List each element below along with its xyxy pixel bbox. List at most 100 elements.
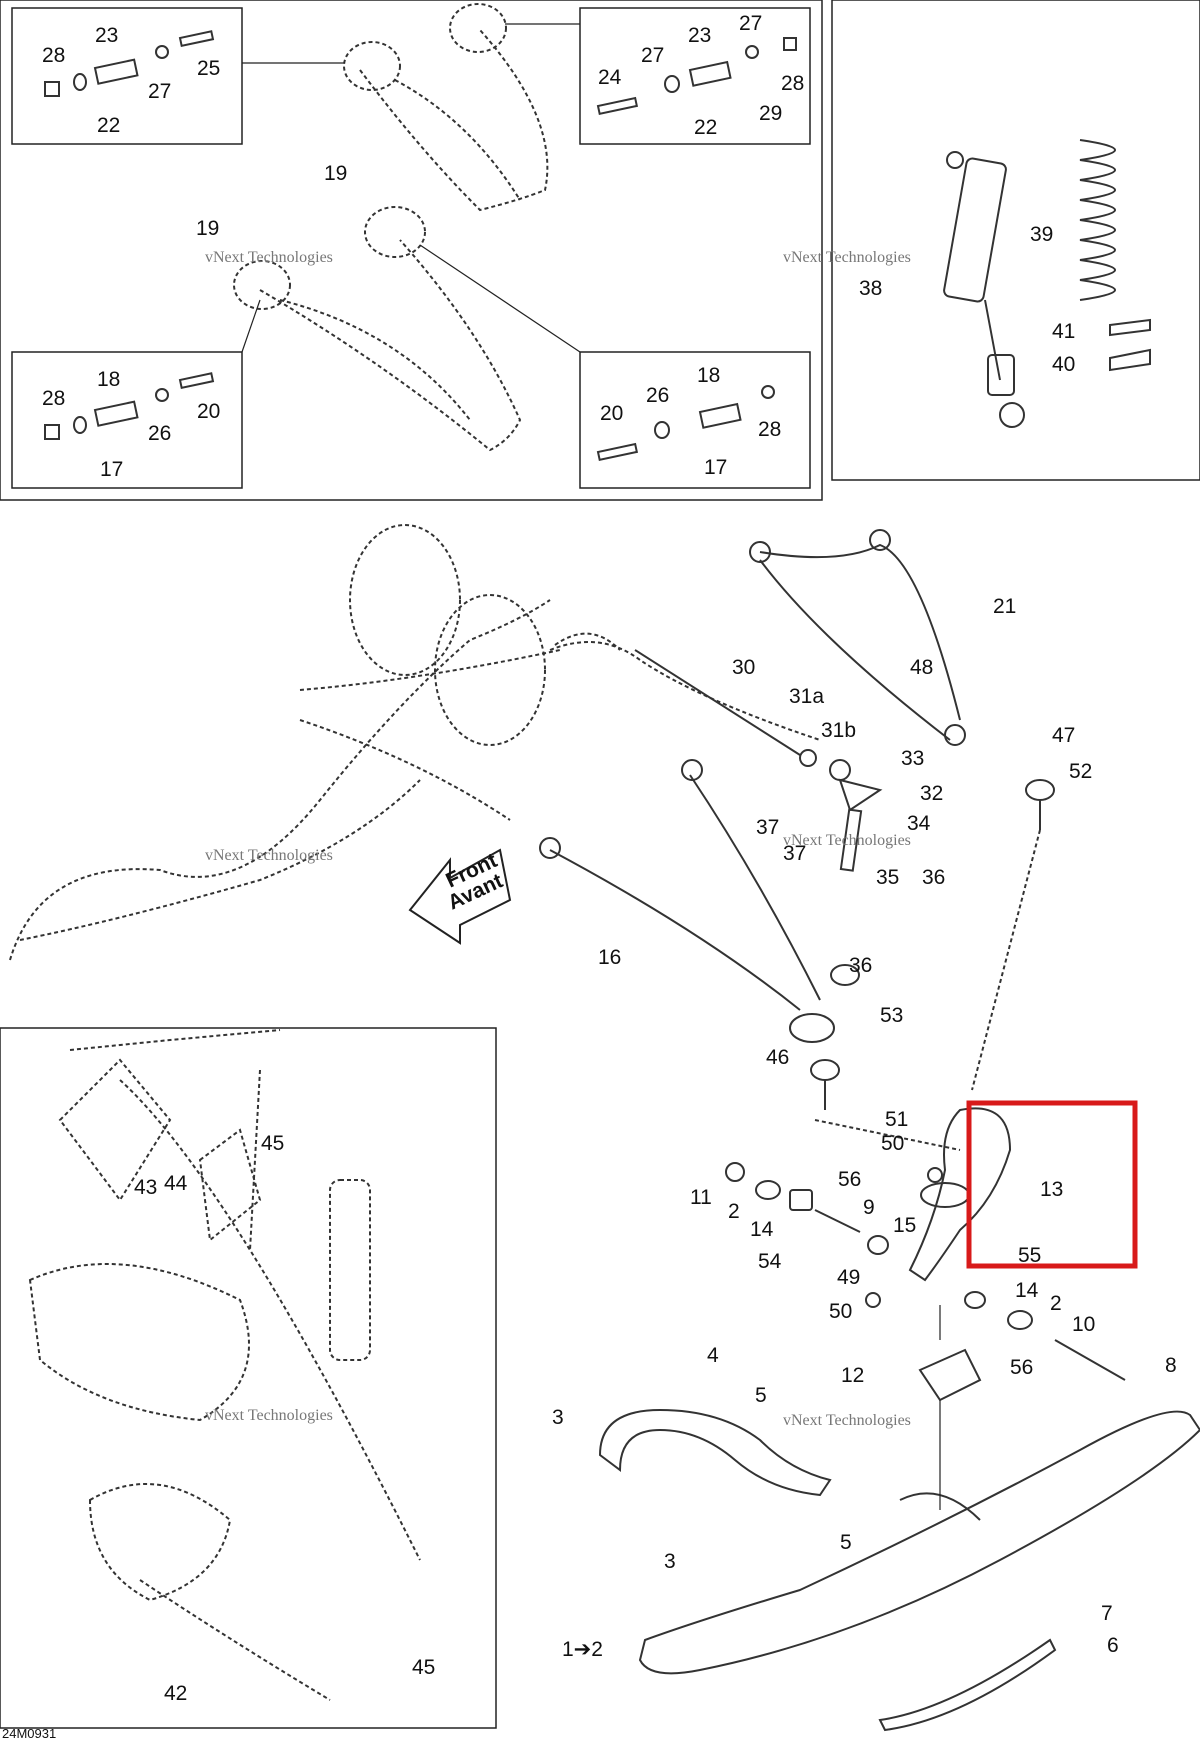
- watermark-5: vNext Technologies: [205, 1407, 333, 1424]
- callout-11: 11: [690, 1186, 712, 1209]
- callout-34: 34: [907, 812, 931, 835]
- callout-39: 39: [1030, 223, 1053, 246]
- bottom-left-panel: [0, 1027, 497, 1729]
- callout-31b: 31b: [821, 719, 856, 742]
- callout-55: 55: [1018, 1244, 1041, 1267]
- ball-joint-axis-line: [814, 1119, 961, 1151]
- callout-36: 36: [922, 866, 945, 889]
- callout-19: 19: [324, 162, 347, 185]
- callout-2: 2: [1050, 1292, 1062, 1315]
- callout-37: 37: [756, 816, 779, 839]
- callout-18: 18: [697, 364, 720, 387]
- callout-29: 29: [759, 102, 782, 125]
- watermark-4: vNext Technologies: [783, 832, 911, 849]
- callout-28: 28: [42, 387, 65, 410]
- callout-32: 32: [920, 782, 943, 805]
- callout-28: 28: [42, 44, 65, 67]
- callout-51: 51: [885, 1108, 908, 1131]
- shock-absorber: [943, 151, 1025, 428]
- spindle-hardware: [725, 1162, 1126, 1381]
- ski-handle: [598, 1408, 832, 1497]
- callout-40: 40: [1052, 353, 1075, 376]
- callout-10: 10: [1072, 1313, 1095, 1336]
- coil-spring: [1079, 139, 1151, 372]
- callout-4: 4: [707, 1344, 719, 1367]
- watermark-1: vNext Technologies: [205, 249, 333, 266]
- callout-56: 56: [838, 1168, 861, 1191]
- callout-23: 23: [688, 24, 711, 47]
- callout-50: 50: [881, 1132, 904, 1155]
- ski-runner: [878, 1638, 1057, 1732]
- spindle-axis-line: [971, 829, 1041, 1091]
- callout-45: 45: [412, 1656, 435, 1679]
- callout-1-to-2: 1➔2: [562, 1638, 603, 1661]
- callout-23: 23: [95, 24, 118, 47]
- front-direction-arrow: [408, 848, 512, 945]
- watermark-text: vNext Technologies: [783, 249, 911, 266]
- callout-2: 2: [728, 1200, 740, 1223]
- callout-5: 5: [840, 1531, 852, 1554]
- callout-45: 45: [261, 1132, 284, 1155]
- hardware-sketch-top-right: [596, 37, 797, 116]
- callout-44: 44: [164, 1172, 188, 1195]
- watermark-text: vNext Technologies: [205, 847, 333, 864]
- callout-30: 30: [732, 656, 755, 679]
- callout-49: 49: [837, 1266, 860, 1289]
- ball-joint-46: [810, 1059, 840, 1110]
- callout-21: 21: [993, 595, 1016, 618]
- callout-6: 6: [1107, 1634, 1119, 1657]
- callout-28: 28: [781, 72, 804, 95]
- callout-24: 24: [598, 66, 622, 89]
- hardware-sketch-bottom-right: [596, 385, 775, 462]
- callout-22: 22: [694, 116, 717, 139]
- callout-50: 50: [829, 1300, 852, 1323]
- callout-46: 46: [766, 1046, 789, 1069]
- detail-box-top-right: [579, 7, 811, 145]
- callout-26: 26: [148, 422, 171, 445]
- callout-36: 36: [849, 954, 872, 977]
- callout-42: 42: [164, 1682, 187, 1705]
- watermark-text: vNext Technologies: [783, 1412, 911, 1429]
- callout-17: 17: [100, 458, 123, 481]
- callout-28: 28: [758, 418, 781, 441]
- callout-47: 47: [1052, 724, 1075, 747]
- callout-41: 41: [1052, 320, 1075, 343]
- upper-a-arm: [749, 529, 966, 746]
- callout-9: 9: [863, 1196, 875, 1219]
- spindle: [908, 1107, 1012, 1282]
- ski-damper-block: [918, 1348, 982, 1402]
- upper-a-arm-outline: [242, 3, 580, 212]
- ball-joint-52: [1025, 779, 1055, 830]
- callout-3: 3: [552, 1406, 564, 1429]
- detail-box-bottom-right: [579, 351, 811, 489]
- callout-15: 15: [893, 1214, 916, 1237]
- highlight-box: [966, 1100, 1138, 1269]
- callout-8: 8: [1165, 1354, 1177, 1377]
- lower-a-arm-outline: [233, 206, 581, 452]
- callout-7: 7: [1101, 1602, 1113, 1625]
- callout-19: 19: [196, 217, 219, 240]
- callout-27: 27: [148, 80, 171, 103]
- callout-31a: 31a: [789, 685, 824, 708]
- bottom-left-frame-sketch: [28, 1029, 421, 1701]
- callout-14: 14: [1015, 1279, 1039, 1302]
- hardware-sketch-top-left: [44, 30, 215, 97]
- drawing-code: 24M0931: [2, 1726, 56, 1741]
- callout-18: 18: [97, 368, 120, 391]
- callout-3: 3: [664, 1550, 676, 1573]
- callout-20: 20: [197, 400, 220, 423]
- callout-22: 22: [97, 114, 120, 137]
- hardware-sketch-bottom-left: [44, 372, 215, 440]
- callout-17: 17: [704, 456, 727, 479]
- chassis-outline: [9, 524, 821, 961]
- callout-53: 53: [880, 1004, 903, 1027]
- watermark-2: vNext Technologies: [783, 249, 911, 266]
- callout-20: 20: [600, 402, 623, 425]
- callout-25: 25: [197, 57, 220, 80]
- top-right-panel: [831, 0, 1200, 481]
- callout-12: 12: [841, 1364, 864, 1387]
- callout-27: 27: [641, 44, 664, 67]
- callout-5: 5: [755, 1384, 767, 1407]
- callout-52: 52: [1069, 760, 1092, 783]
